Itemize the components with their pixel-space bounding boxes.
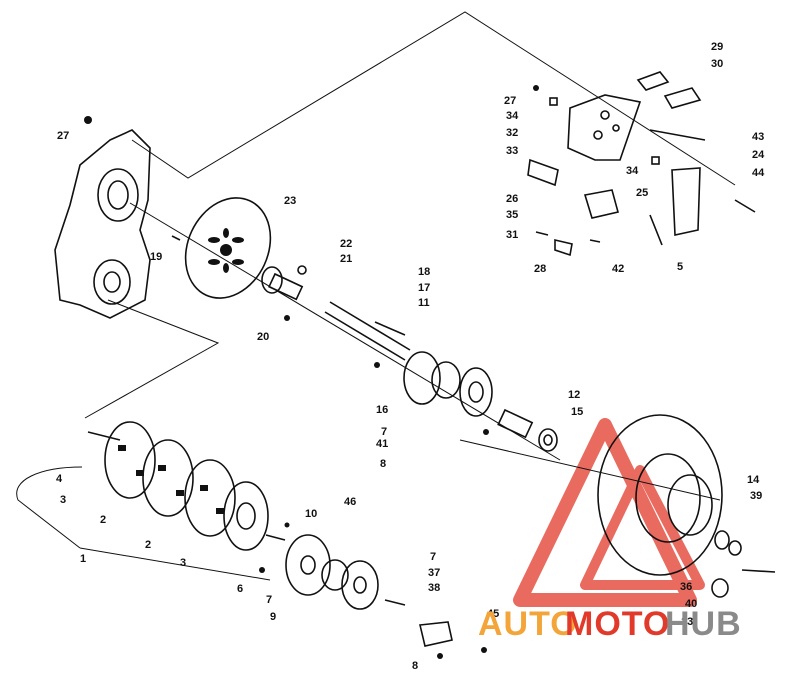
callout-36: 36 bbox=[680, 581, 692, 593]
callout-28: 28 bbox=[534, 263, 546, 275]
driven-pulley bbox=[597, 414, 776, 598]
callout-40: 40 bbox=[685, 598, 697, 610]
bearing-flange-upper bbox=[374, 351, 493, 435]
callout-12: 12 bbox=[568, 389, 580, 401]
callout-3a: 3 bbox=[60, 494, 66, 506]
callout-37: 37 bbox=[428, 567, 440, 579]
callout-16: 16 bbox=[376, 404, 388, 416]
callout-7b: 7 bbox=[266, 594, 272, 606]
watermark-text: AUTO MOTO HUB bbox=[478, 605, 742, 643]
callout-27b: 27 bbox=[504, 95, 516, 107]
callout-4: 4 bbox=[56, 473, 63, 485]
callout-5: 5 bbox=[677, 261, 683, 273]
callout-2a: 2 bbox=[100, 514, 106, 526]
callout-17: 17 bbox=[418, 282, 430, 294]
callout-24: 24 bbox=[752, 149, 765, 161]
callout-35: 35 bbox=[506, 209, 518, 221]
callout-11: 11 bbox=[418, 297, 430, 309]
callout-31: 31 bbox=[506, 229, 518, 241]
callout-18: 18 bbox=[418, 266, 430, 278]
sprocket-assembly bbox=[87, 421, 286, 551]
callout-29: 29 bbox=[711, 41, 723, 53]
callout-44: 44 bbox=[752, 167, 765, 179]
callout-8b: 8 bbox=[412, 660, 418, 672]
callout-10: 10 bbox=[305, 508, 317, 520]
callout-8a: 8 bbox=[380, 458, 386, 470]
watermark-logo bbox=[513, 418, 705, 607]
callout-1: 1 bbox=[80, 553, 86, 565]
brake-disc bbox=[184, 197, 272, 299]
callout-2b: 2 bbox=[145, 539, 151, 551]
callout-labels: 1 2 2 3 3 4 5 6 7 7 7 8 8 9 10 11 12 13 … bbox=[56, 41, 765, 672]
callout-22: 22 bbox=[340, 238, 352, 250]
callout-38: 38 bbox=[428, 582, 440, 594]
spacer-and-washer bbox=[497, 408, 558, 452]
callout-7a: 7 bbox=[381, 426, 387, 438]
callout-7c: 7 bbox=[430, 551, 436, 563]
callout-13: 13 bbox=[681, 616, 693, 628]
callout-34a: 34 bbox=[506, 110, 519, 122]
callout-33: 33 bbox=[506, 145, 518, 157]
callout-14: 14 bbox=[747, 474, 760, 486]
callout-19: 19 bbox=[150, 251, 162, 263]
callout-41: 41 bbox=[376, 438, 388, 450]
jackshaft bbox=[324, 301, 411, 361]
bearing-flange-lower bbox=[259, 522, 487, 659]
callout-46: 46 bbox=[344, 496, 356, 508]
callout-42: 42 bbox=[612, 263, 624, 275]
brake-hub bbox=[171, 235, 307, 321]
brake-caliper-assembly bbox=[527, 71, 756, 257]
callout-39: 39 bbox=[750, 490, 762, 502]
callout-20: 20 bbox=[257, 331, 269, 343]
callout-25: 25 bbox=[636, 187, 648, 199]
callout-27a: 27 bbox=[57, 130, 69, 142]
callout-23: 23 bbox=[284, 195, 296, 207]
callout-34b: 34 bbox=[626, 165, 639, 177]
callout-26: 26 bbox=[506, 193, 518, 205]
watermark-text-hub: HUB bbox=[665, 605, 742, 643]
callout-43: 43 bbox=[752, 131, 764, 143]
callout-30: 30 bbox=[711, 58, 723, 70]
watermark-text-auto: AUTO bbox=[478, 605, 578, 643]
watermark-text-moto: MOTO bbox=[565, 605, 670, 643]
callout-21: 21 bbox=[340, 253, 352, 265]
callout-45: 45 bbox=[487, 608, 499, 620]
callout-15: 15 bbox=[571, 406, 583, 418]
callout-32: 32 bbox=[506, 127, 518, 139]
gear-case-housing bbox=[54, 116, 151, 319]
connection-lines bbox=[16, 11, 736, 581]
callout-6: 6 bbox=[237, 583, 243, 595]
callout-3b: 3 bbox=[180, 557, 186, 569]
callout-9: 9 bbox=[270, 611, 276, 623]
